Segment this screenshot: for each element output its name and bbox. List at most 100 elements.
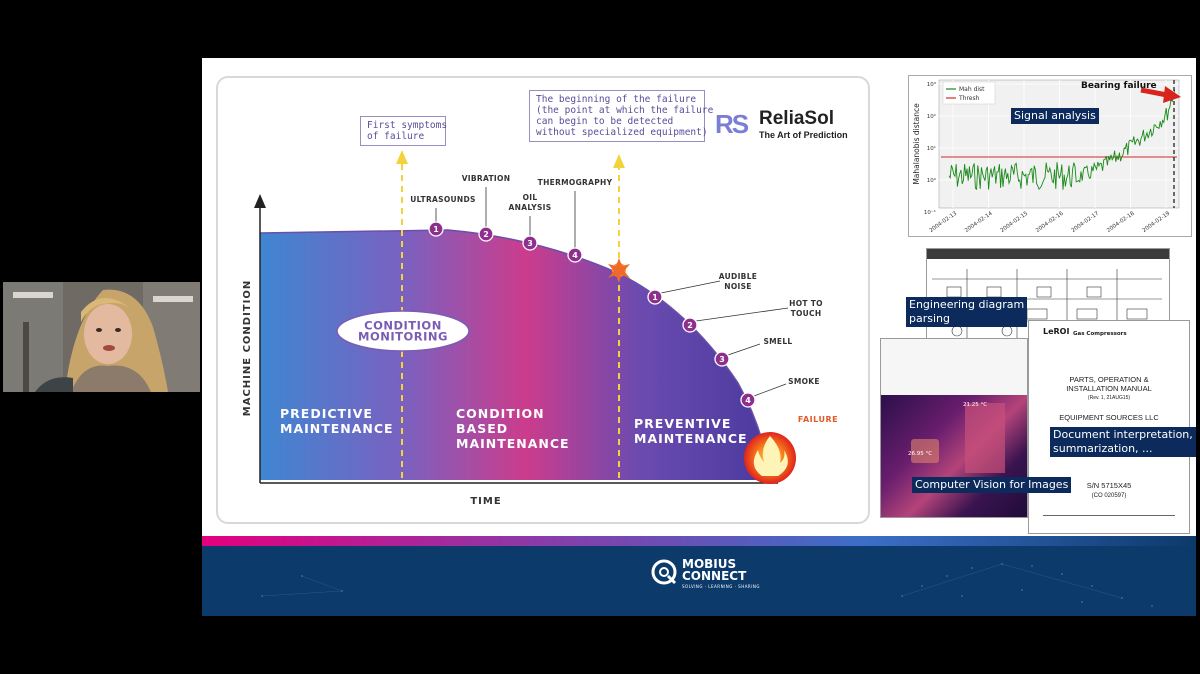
before-marker-label-1: ULTRASOUNDS — [410, 195, 475, 204]
signal-ytick-1: 10² — [927, 113, 936, 120]
after-marker-4-number: 4 — [745, 396, 751, 405]
reliasol-tagline: The Art of Prediction — [759, 130, 848, 140]
condition-monitoring-oval — [336, 310, 470, 352]
signal-analysis-tag: Signal analysis — [1011, 108, 1099, 124]
failure-start-arrow — [613, 154, 625, 168]
failure-start-callout: The beginning of the failure (the point … — [529, 90, 713, 142]
participant-panel — [0, 0, 202, 674]
document-brand: LeROI — [1043, 327, 1070, 336]
signal-xtick-3: 2004-02-16 — [1035, 210, 1065, 234]
document-serial: S/N 5715X45 — [1086, 481, 1132, 490]
after-marker-3: 3 — [714, 351, 730, 367]
failure-label: FAILURE — [798, 415, 838, 424]
bearing-failure-label: Bearing failure — [1081, 81, 1157, 91]
failure-start-marker — [608, 258, 630, 283]
thermal-readout-2: 26.95 °C — [908, 451, 933, 457]
before-marker-3-number: 3 — [527, 239, 533, 248]
thermal-image: 21.25 °C 26.95 °C — [881, 395, 1027, 517]
signal-xtick-5: 2004-02-18 — [1106, 210, 1136, 234]
mobius-logo-icon — [651, 559, 677, 585]
document-co-number: (CO 020597) — [1091, 493, 1127, 499]
first-symptoms-arrow — [396, 150, 408, 164]
x-axis-label: TIME — [470, 496, 501, 507]
document-brand-sub: Gas Compressors — [1073, 331, 1127, 337]
computer-vision-tag: Computer Vision for Images — [912, 477, 1072, 493]
y-axis-label: MACHINE CONDITION — [242, 280, 253, 416]
after-marker-label-3: SMELL — [763, 337, 792, 346]
signal-analysis-figure: Bearing failure Mah dist Thresh Mahalano… — [908, 75, 1192, 237]
before-marker-label-4: THERMOGRAPHY — [538, 178, 613, 187]
first-symptoms-callout: First symptoms of failure — [360, 116, 447, 146]
signal-ytick-3: 10⁰ — [927, 177, 937, 184]
signal-ytick-4: 10⁻¹ — [924, 209, 936, 216]
after-marker-label-4: SMOKE — [788, 377, 820, 386]
engineering-diagram-tag: Engineering diagram parsing — [906, 297, 1028, 327]
after-marker-2: 2 — [682, 317, 698, 333]
after-marker-1: 1 — [647, 289, 663, 305]
condition-area — [260, 230, 771, 480]
signal-xtick-1: 2004-02-14 — [964, 210, 994, 234]
before-marker-1-number: 1 — [433, 225, 439, 234]
footer-globe-pattern — [261, 563, 1153, 607]
failure-fire-icon — [744, 432, 796, 484]
person-avatar-illustration — [3, 282, 200, 392]
slide-footer: MOBIUS CONNECT SOLVING · LEARNING · SHAR… — [202, 546, 1196, 616]
image-viewer-header — [881, 339, 1027, 396]
after-marker-leader-4 — [753, 383, 787, 397]
document-company: EQUIPMENT SOURCES LLC — [1059, 413, 1159, 422]
legend-mah-dist: Mah dist — [959, 86, 985, 93]
legend-thresh: Thresh — [958, 95, 980, 102]
diagram-toolbar — [927, 249, 1169, 259]
after-marker-1-number: 1 — [652, 293, 658, 302]
signal-xtick-4: 2004-02-17 — [1071, 210, 1101, 234]
document-title: PARTS, OPERATION & INSTALLATION MANUAL — [1066, 375, 1152, 393]
condition-curve — [259, 229, 772, 481]
document-interpretation-tag: Document interpretation, summarization, … — [1050, 427, 1196, 457]
after-marker-2-number: 2 — [687, 321, 693, 330]
mobius-tagline: SOLVING · LEARNING · SHARING — [682, 584, 760, 589]
mobius-logo-text: MOBIUS CONNECT — [682, 557, 747, 583]
before-marker-2: 2 — [478, 226, 494, 242]
after-marker-4: 4 — [740, 392, 756, 408]
before-marker-2-number: 2 — [483, 230, 489, 239]
after-marker-leader-3 — [727, 343, 761, 356]
participant-video[interactable] — [3, 282, 200, 392]
signal-yticks: 10³ 10² 10¹ 10⁰ 10⁻¹ — [924, 81, 937, 216]
signal-analysis-plot: Bearing failure Mah dist Thresh Mahalano… — [912, 79, 1181, 234]
after-marker-leader-1 — [660, 280, 721, 294]
before-marker-4-number: 4 — [572, 251, 578, 260]
signal-xtick-2: 2004-02-15 — [1000, 210, 1030, 234]
thermal-readout-1: 21.25 °C — [963, 402, 988, 408]
reliasol-name: ReliaSol — [759, 108, 834, 129]
mobius-connect-logo: MOBIUS CONNECT SOLVING · LEARNING · SHAR… — [650, 554, 770, 594]
document-revision: (Rev. 1, 21AUG15) — [1087, 395, 1131, 401]
signal-xtick-6: 2004-02-19 — [1142, 210, 1172, 234]
before-marker-4: 4 — [567, 247, 583, 263]
signal-ytick-0: 10³ — [927, 81, 936, 88]
signal-ylabel: Mahalanobis distance — [912, 103, 921, 185]
y-axis-arrow — [254, 194, 266, 208]
before-marker-3: 3 — [522, 235, 538, 251]
mahalanobis-series — [948, 89, 1176, 191]
after-marker-3-number: 3 — [719, 355, 725, 364]
signal-ytick-2: 10¹ — [927, 145, 936, 152]
before-marker-1: 1 — [428, 221, 444, 237]
reliasol-monogram: RS — [715, 109, 749, 139]
reliasol-logo: RS ReliaSol The Art of Prediction — [715, 107, 855, 141]
document-letterhead: LeROI Gas Compressors — [1039, 327, 1179, 349]
before-marker-label-2: VIBRATION — [462, 174, 511, 183]
after-marker-leader-2 — [695, 307, 789, 322]
